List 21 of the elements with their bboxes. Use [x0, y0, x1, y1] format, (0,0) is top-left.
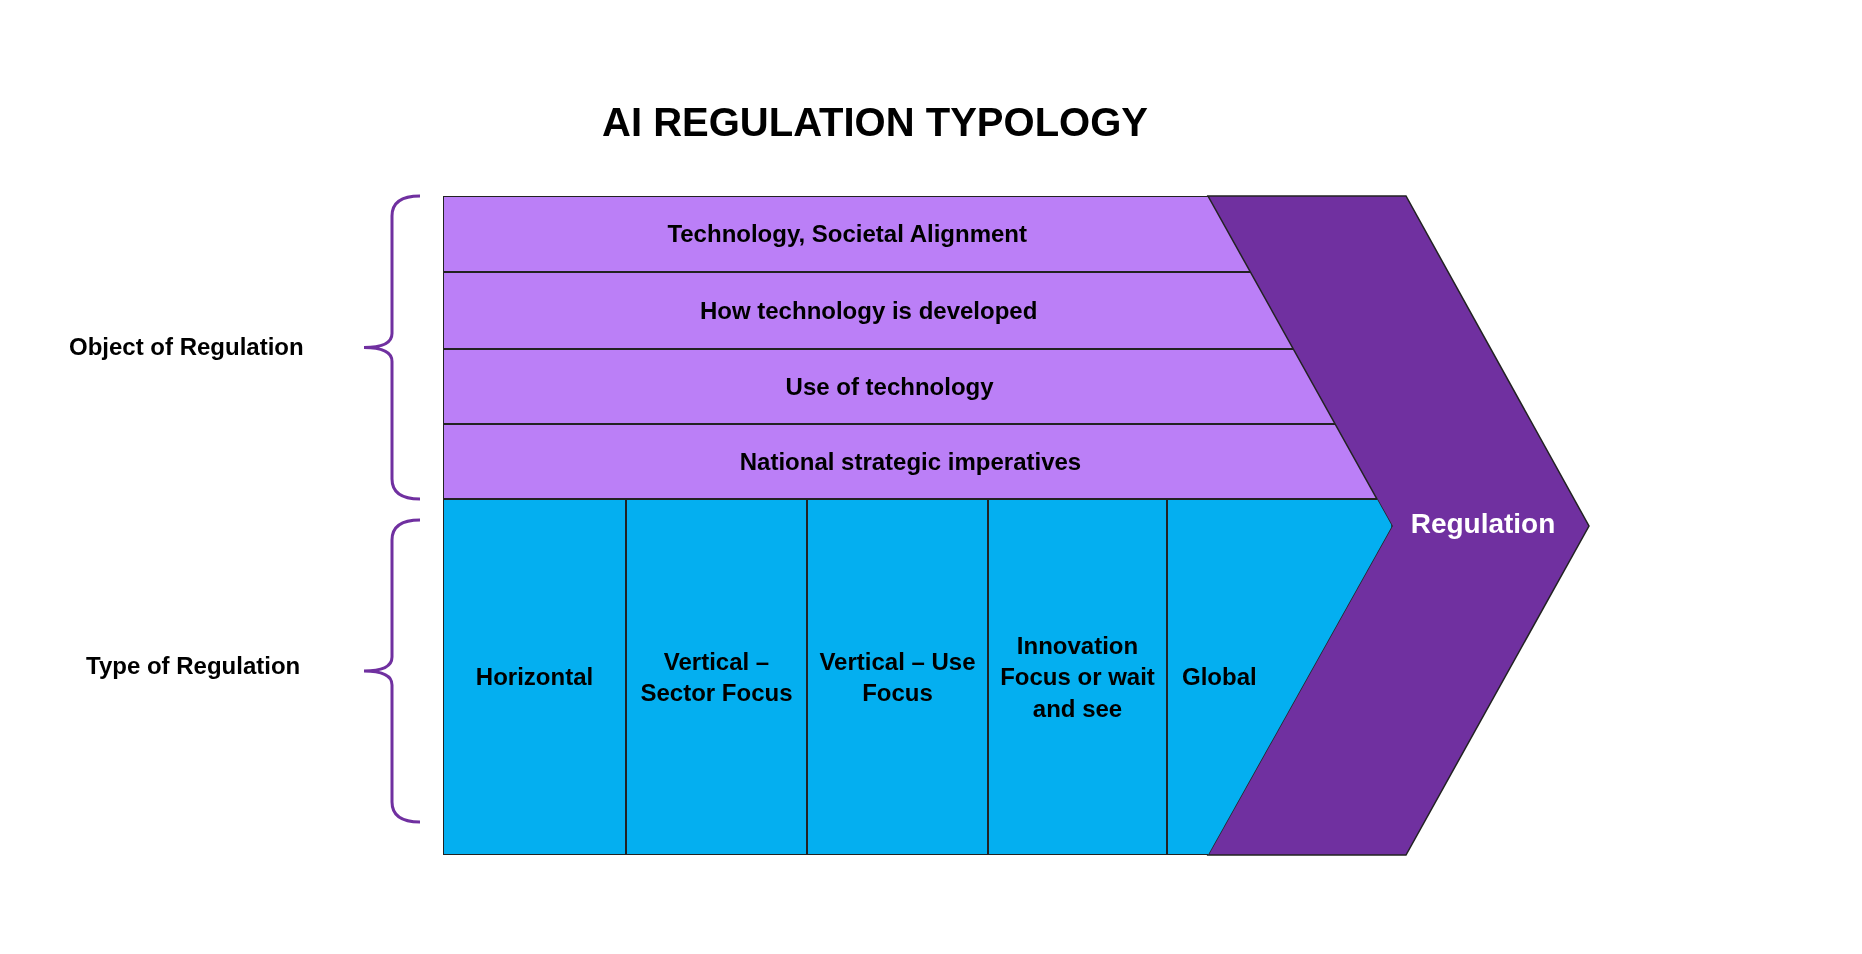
category-band [443, 424, 1377, 499]
type-column [443, 499, 626, 855]
chevron-label: Regulation [1409, 508, 1557, 540]
category-band [443, 272, 1294, 349]
node-text: Global [1182, 662, 1257, 693]
group-label: Type of Regulation [86, 652, 301, 680]
node-text: How technology is developed [699, 295, 1038, 326]
node-text: Vertical – Sector Focus [639, 646, 794, 708]
node-text: National strategic imperatives [739, 446, 1082, 477]
category-band [443, 196, 1251, 272]
type-column [807, 499, 988, 855]
type-column [626, 499, 807, 855]
group-label: Object of Regulation [69, 333, 304, 361]
node-text: Innovation Focus or wait and see [999, 631, 1156, 724]
type-column [988, 499, 1167, 855]
node-text: Technology, Societal Alignment [667, 219, 1027, 250]
node-text: Vertical – Use Focus [818, 646, 977, 708]
node-text: Use of technology [785, 371, 994, 402]
category-band [443, 349, 1336, 424]
node-text: Horizontal [475, 662, 594, 693]
diagram-title: AI REGULATION TYPOLOGY [601, 100, 1149, 145]
